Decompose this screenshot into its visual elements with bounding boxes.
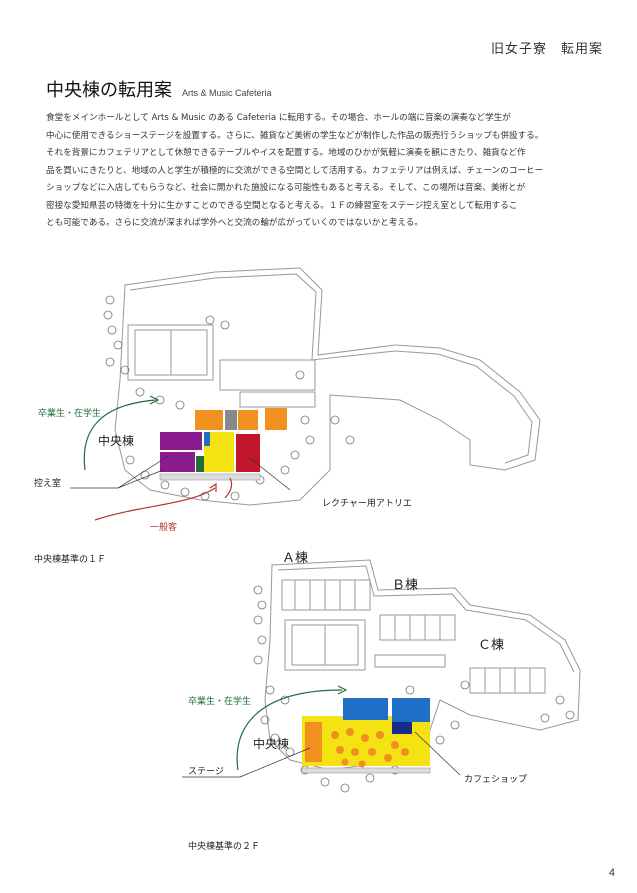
- plan2-c-building-label: Ｃ棟: [478, 638, 505, 653]
- body-line: 密接な愛知県芸の特徴を十分に生かすことのできる空間となると考える。１Ｆの練習室を…: [46, 200, 518, 211]
- plan1-public-label: 一般客: [150, 523, 178, 533]
- plan2-stage-label: ステージ: [188, 767, 224, 777]
- plan1-lecture-atelier-label: レクチャー用アトリエ: [322, 499, 412, 509]
- body-line: とも可能である。さらに交流が深まれば学外へと交流の輪が広がっていくのではないかと…: [46, 218, 423, 228]
- plan2-building-label: 中央棟: [253, 737, 290, 751]
- body-line: 中心に使用できるショーステージを設置する。さらに、雑貨など美術の学生などが制作し…: [46, 130, 544, 141]
- plan1-waiting-room-label: 控え室: [34, 479, 62, 489]
- document-header: 旧女子寮 転用案: [490, 42, 603, 57]
- plan1-building-label: 中央棟: [98, 434, 135, 448]
- body-line: それを背景にカフェテリアとして休憩できるテーブルやイスを配置する。地域のひかが気…: [46, 148, 526, 158]
- section-title-row: 中央棟の転用案 Arts & Music Cafeteria: [46, 76, 272, 102]
- body-line: 食堂をメインホールとして Arts & Music のある Cafeteria …: [46, 113, 511, 123]
- plan2-cafe-label: カフェショップ: [464, 775, 528, 785]
- section-title: 中央棟の転用案: [46, 80, 172, 101]
- plan1-caption: 中央棟基準の１Ｆ: [34, 555, 107, 565]
- page-number: 4: [608, 867, 615, 879]
- plan2-b-building-label: Ｂ棟: [392, 578, 419, 593]
- plan2-a-building-label: Ａ棟: [282, 551, 309, 566]
- body-line: 品を買いにきたりと、地域の人と学生が積極的に交流ができる空間として活用する。カフ…: [46, 165, 544, 176]
- plan1-graduates-label: 卒業生・在学生: [38, 409, 102, 419]
- body-line: ショップなどに入店してもらうなど、社会に開かれた施設になる可能性もあると考える。…: [46, 183, 526, 193]
- body-text: 食堂をメインホールとして Arts & Music のある Cafeteria …: [46, 110, 598, 233]
- plan2-caption: 中央棟基準の２Ｆ: [188, 842, 261, 852]
- section-subtitle: Arts & Music Cafeteria: [182, 88, 272, 98]
- plan2-graduates-label: 卒業生・在学生: [188, 697, 252, 707]
